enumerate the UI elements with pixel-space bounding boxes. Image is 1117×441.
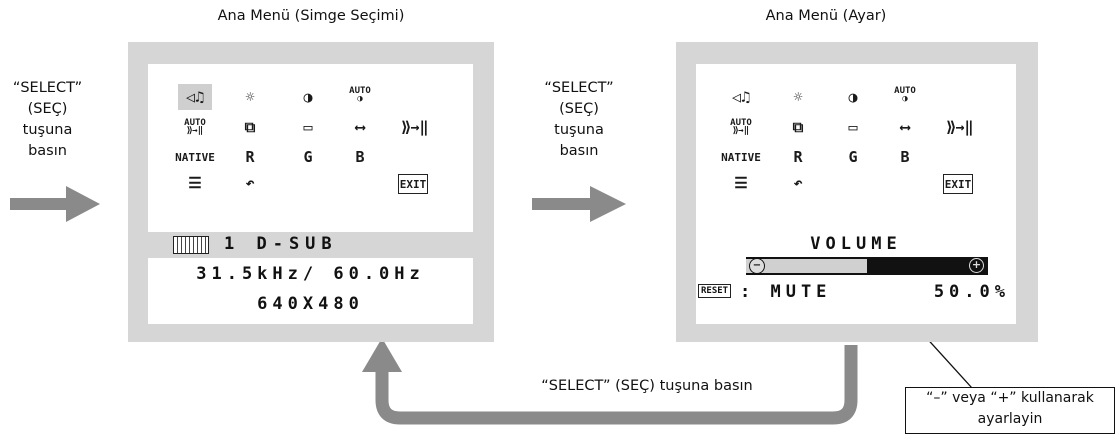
fine-icon[interactable]: ⟫→‖ — [401, 118, 429, 136]
fine-icon[interactable]: ⟫→‖ — [946, 118, 974, 136]
auto-label: AUTO — [894, 86, 916, 96]
volume-slider[interactable]: − + — [746, 257, 988, 275]
b-icon[interactable]: B — [355, 148, 365, 166]
instruction-line: “SELECT” — [12, 80, 83, 96]
instruction-line: basın — [559, 143, 599, 159]
select-instruction-middle: “SELECT” (SEÇ) tuşuna basın — [530, 78, 628, 162]
slider-fill — [746, 259, 867, 273]
brightness-icon[interactable]: ☼ — [793, 88, 803, 106]
h-size-icon[interactable]: ⟷ — [355, 118, 365, 136]
left-osd-frame: ◁♫ ☼ ◑ AUTO◑ AUTO⟫→‖ ⧉ ▭ ⟷ ⟫→‖ NATIVE R … — [128, 42, 494, 342]
frequency-label: 31.5kHz/ 60.0Hz — [196, 264, 425, 284]
r-icon[interactable]: R — [793, 148, 803, 166]
right-arrow-icon — [10, 186, 100, 222]
instruction-line: “SELECT” — [544, 80, 614, 96]
instruction-line: (SEÇ) — [27, 101, 68, 117]
auto-label: AUTO — [730, 118, 752, 128]
volume-value: 50.0% — [933, 282, 1010, 302]
instruction-line: (SEÇ) — [559, 101, 599, 117]
adjust-note: “–” veya “+” kullanarak ayarlayin — [905, 387, 1115, 434]
return-instruction: “SELECT” (SEÇ) tuşuna basın — [541, 378, 753, 394]
plus-icon[interactable]: + — [969, 258, 984, 273]
instruction-line: tuşuna — [554, 122, 604, 138]
h-size-icon[interactable]: ⟷ — [900, 118, 910, 136]
exit-icon[interactable]: EXIT — [398, 174, 428, 194]
minus-icon[interactable]: − — [749, 258, 765, 274]
left-osd-screen: ◁♫ ☼ ◑ AUTO◑ AUTO⟫→‖ ⧉ ▭ ⟷ ⟫→‖ NATIVE R … — [128, 64, 494, 324]
select-instruction-left: “SELECT” (SEÇ) tuşuna basın — [0, 78, 95, 162]
input-port-label: 1 D-SUB — [224, 234, 338, 254]
reset-key: RESET — [698, 284, 732, 298]
left-panel-title: Ana Menü (Simge Seçimi) — [217, 8, 405, 24]
r-icon[interactable]: R — [245, 148, 255, 166]
g-icon[interactable]: G — [303, 148, 313, 166]
slider-title: VOLUME — [810, 234, 902, 254]
return-arrow-icon — [362, 338, 858, 425]
factory-preset-icon[interactable]: ↶ — [793, 174, 803, 192]
auto-label: AUTO — [184, 118, 206, 128]
tools-icon[interactable]: ☰ — [188, 174, 202, 192]
vga-connector-icon — [173, 236, 209, 254]
left-right-icon[interactable]: ⧉ — [244, 118, 256, 136]
instruction-line: basın — [28, 143, 67, 159]
contrast-icon[interactable]: ◑ — [848, 88, 858, 106]
instruction-line: tuşuna — [22, 122, 73, 138]
right-osd-frame: ◁♫ ☼ ◑ AUTO◑ AUTO⟫→‖ ⧉ ▭ ⟷ ⟫→‖ NATIVE R … — [676, 42, 1038, 342]
brightness-icon[interactable]: ☼ — [245, 88, 255, 106]
factory-preset-icon[interactable]: ↶ — [245, 174, 255, 192]
right-arrow-icon — [532, 186, 626, 222]
right-osd-screen: ◁♫ ☼ ◑ AUTO◑ AUTO⟫→‖ ⧉ ▭ ⟷ ⟫→‖ NATIVE R … — [696, 64, 1016, 324]
exit-icon[interactable]: EXIT — [943, 174, 973, 194]
auto-contrast-icon[interactable]: AUTO◑ — [349, 86, 371, 104]
volume-icon[interactable]: ◁♫ — [731, 88, 751, 106]
volume-icon[interactable]: ◁♫ — [178, 84, 212, 110]
note-line: “–” veya “+” kullanarak — [926, 390, 1094, 406]
up-down-icon[interactable]: ▭ — [848, 118, 858, 136]
contrast-icon[interactable]: ◑ — [303, 88, 313, 106]
tools-icon[interactable]: ☰ — [734, 174, 748, 192]
resolution-label: 640X480 — [257, 294, 364, 314]
b-icon[interactable]: B — [900, 148, 910, 166]
auto-adjust-icon[interactable]: AUTO⟫→‖ — [730, 118, 752, 136]
up-down-icon[interactable]: ▭ — [303, 118, 313, 136]
native-icon[interactable]: NATIVE — [721, 150, 761, 164]
g-icon[interactable]: G — [848, 148, 858, 166]
note-line: ayarlayin — [977, 411, 1043, 427]
native-icon[interactable]: NATIVE — [175, 150, 215, 164]
reset-action-label: : MUTE — [740, 282, 832, 302]
left-right-icon[interactable]: ⧉ — [792, 118, 804, 136]
auto-label: AUTO — [349, 86, 371, 96]
right-panel-title: Ana Menü (Ayar) — [765, 8, 887, 24]
auto-adjust-icon[interactable]: AUTO⟫→‖ — [184, 118, 206, 136]
auto-contrast-icon[interactable]: AUTO◑ — [894, 86, 916, 104]
